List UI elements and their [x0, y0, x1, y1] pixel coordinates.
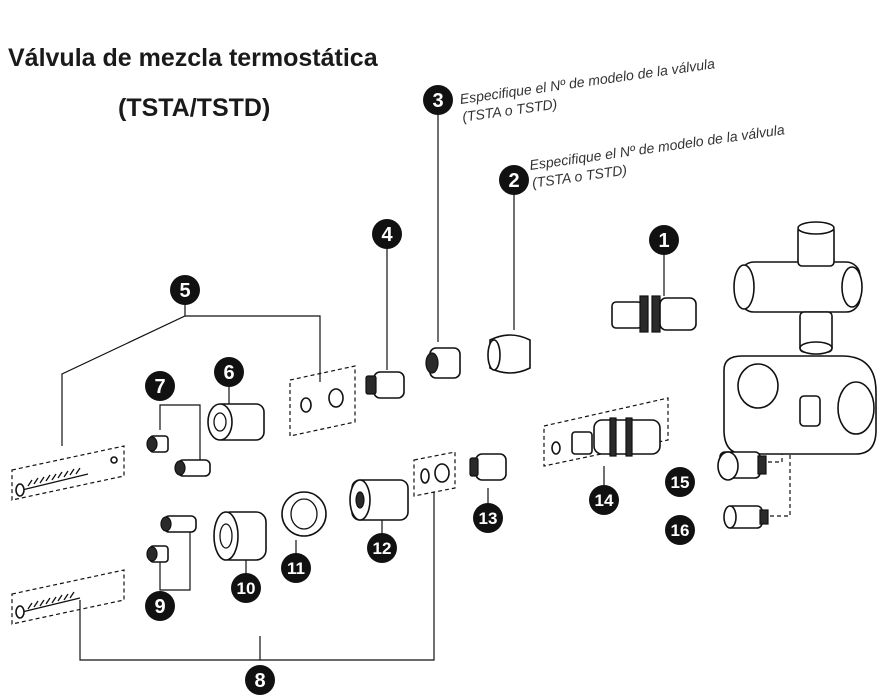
svg-text:1: 1 — [658, 230, 669, 252]
callout-11: 11 — [281, 553, 311, 583]
svg-text:2: 2 — [508, 170, 519, 192]
callout-2: 2 — [499, 165, 529, 195]
callout-9: 9 — [145, 591, 175, 621]
svg-text:7: 7 — [154, 376, 165, 398]
callout-8: 8 — [245, 665, 275, 695]
svg-text:9: 9 — [154, 596, 165, 618]
svg-text:3: 3 — [432, 90, 443, 112]
ring-11 — [281, 491, 327, 537]
cartridge-1 — [611, 295, 697, 333]
svg-text:8: 8 — [254, 670, 265, 692]
note-item3-line1: Especifique el Nº de modelo de la válvul… — [459, 55, 716, 107]
cap-6 — [207, 403, 265, 441]
svg-text:11: 11 — [287, 559, 305, 578]
svg-text:10: 10 — [237, 579, 256, 598]
svg-text:16: 16 — [671, 521, 690, 540]
callout-15: 15 — [665, 467, 695, 497]
callout-10: 10 — [231, 573, 261, 603]
callout-14: 14 — [589, 485, 619, 515]
dashed-group-boxes — [11, 365, 669, 625]
nut-9-lower — [146, 545, 169, 563]
svg-text:5: 5 — [179, 280, 190, 302]
plug-16 — [723, 505, 769, 529]
adapter-3 — [425, 347, 461, 379]
callout-13: 13 — [473, 503, 503, 533]
callout-12: 12 — [367, 533, 397, 563]
svg-text:14: 14 — [595, 491, 614, 510]
callout-6: 6 — [214, 357, 244, 387]
nut-7-upper — [146, 435, 169, 453]
callout-3: 3 — [423, 85, 453, 115]
nut-9-upper — [160, 515, 197, 533]
washers-5 — [300, 388, 344, 413]
nut-7-lower — [174, 459, 211, 477]
svg-text:6: 6 — [223, 362, 234, 384]
adapter-12 — [349, 479, 409, 521]
valve-body-lower — [723, 355, 877, 455]
callout-7: 7 — [145, 371, 175, 401]
callout-4: 4 — [372, 219, 402, 249]
cartridge-14 — [551, 417, 661, 457]
valve-body-upper — [733, 221, 863, 355]
sleeve-2 — [487, 334, 531, 374]
washers-8 — [420, 463, 450, 484]
plug-15 — [717, 451, 767, 481]
long-screw-upper — [15, 456, 118, 497]
stem-4 — [365, 371, 405, 399]
svg-text:13: 13 — [479, 509, 498, 528]
diagram-title-line1: Válvula de mezcla termostática — [8, 44, 378, 72]
svg-text:12: 12 — [373, 539, 392, 558]
note-item2-line1: Especifique el Nº de modelo de la válvul… — [528, 121, 785, 173]
svg-text:4: 4 — [381, 224, 393, 246]
nut-10 — [213, 511, 267, 561]
callout-5: 5 — [170, 275, 200, 305]
stem-13 — [469, 453, 507, 481]
svg-text:15: 15 — [671, 473, 690, 492]
callout-16: 16 — [665, 515, 695, 545]
callout-1: 1 — [649, 225, 679, 255]
long-screw-lower — [15, 591, 81, 619]
diagram-title-line2: (TSTA/TSTD) — [118, 94, 271, 122]
